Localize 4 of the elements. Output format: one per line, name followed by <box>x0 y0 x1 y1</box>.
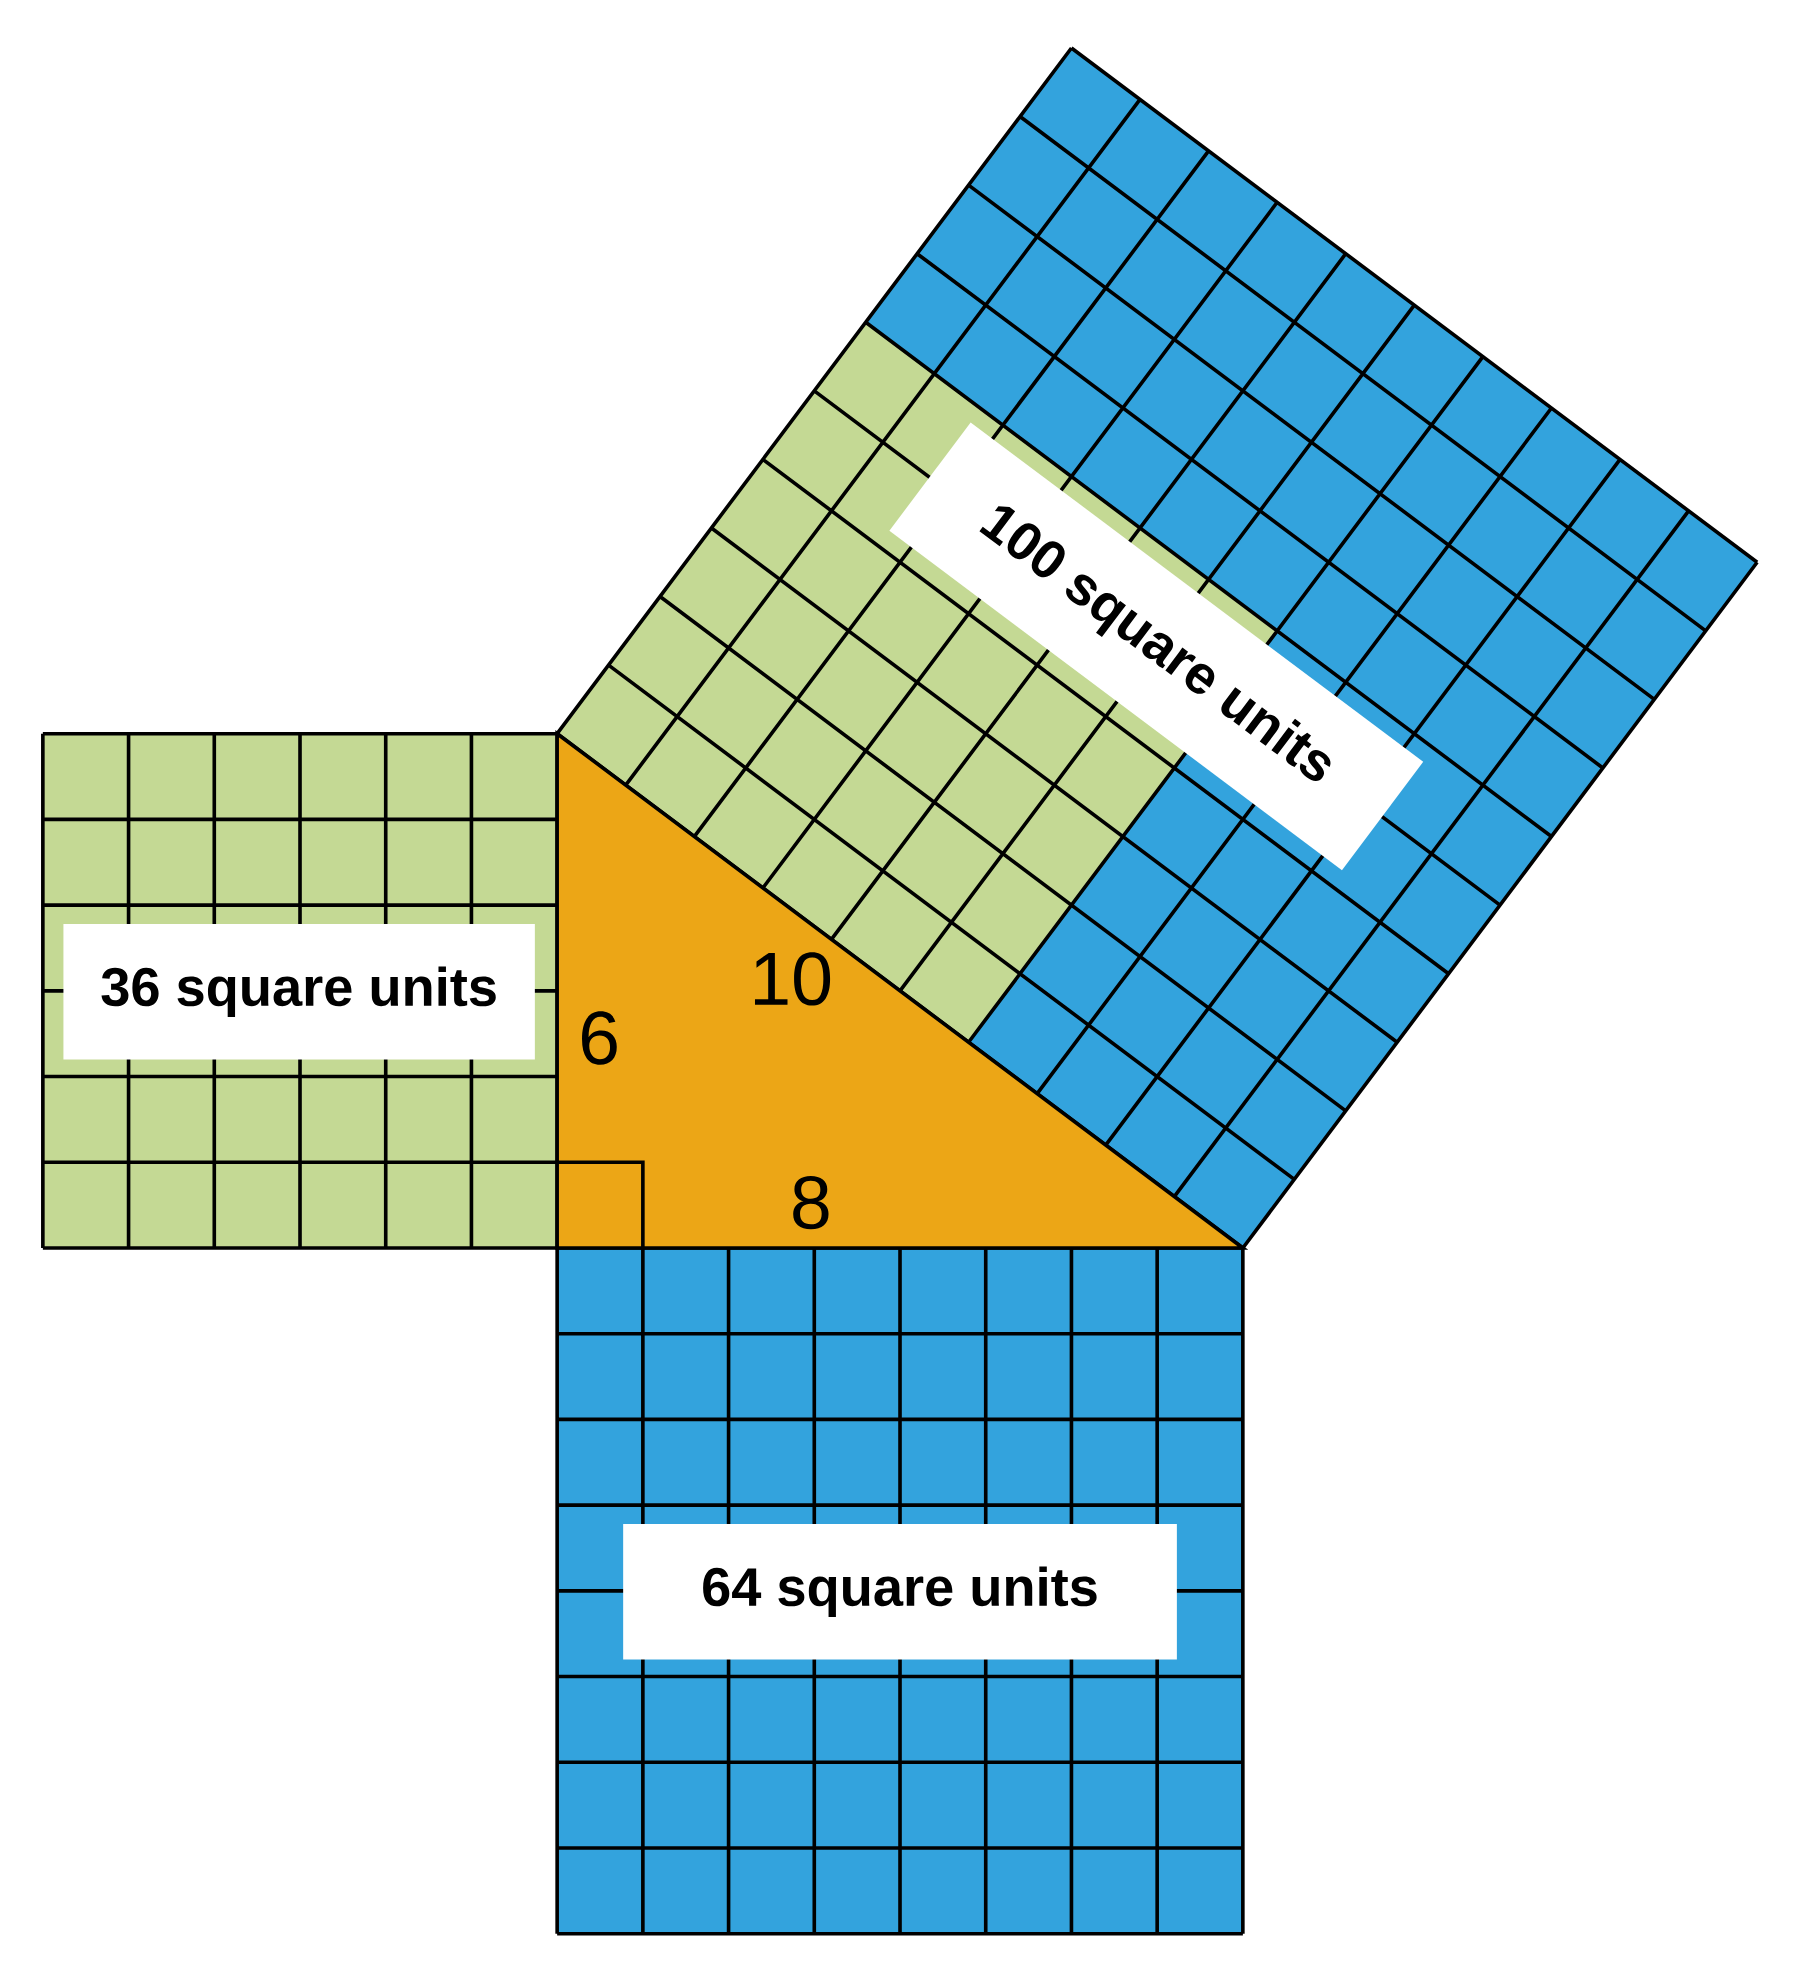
side-length: 8 <box>793 1175 829 1230</box>
label-box: 64 square units <box>623 1524 1177 1660</box>
label-box: 36 square units <box>63 924 535 1060</box>
side-length: 10 <box>755 952 831 1006</box>
